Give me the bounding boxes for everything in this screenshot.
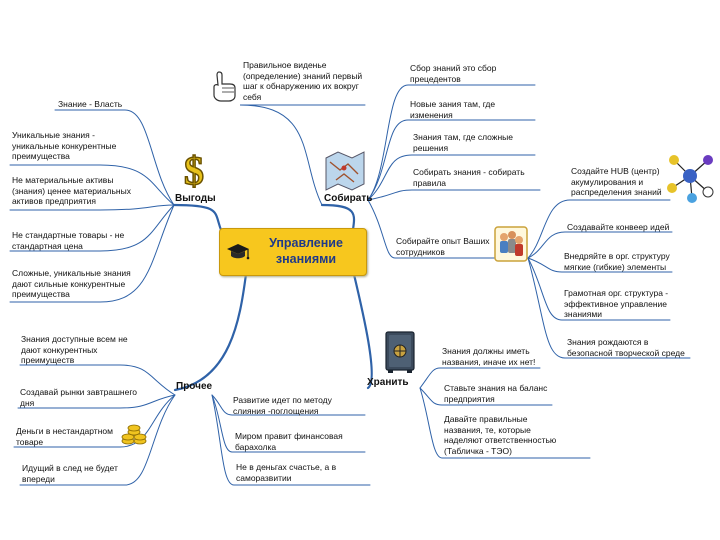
people-icon — [494, 226, 528, 267]
safe-icon — [384, 330, 416, 379]
vygody-item[interactable]: Уникальные знания - уникальные конкурент… — [12, 130, 117, 161]
opyt-item[interactable]: Создайте HUB (центр) акумулирования и ра… — [571, 166, 662, 197]
graduation-cap-icon — [226, 241, 250, 270]
prochee-item[interactable]: Миром правит финансовая барахолка — [235, 431, 343, 452]
dollar-icon: $ — [176, 147, 212, 195]
prochee-item[interactable]: Не в деньгах счастье, а в саморазвитии — [236, 462, 337, 483]
prochee-item[interactable]: Создавай рынки завтрашнего дня — [20, 387, 137, 408]
sobirat-item[interactable]: Собирать знания - собирать правила — [413, 167, 525, 188]
central-topic-title: Управление знаниями — [269, 236, 343, 266]
prochee-item[interactable]: Деньги в нестандартном товаре — [16, 426, 113, 447]
vygody-item[interactable]: Не стандартные товары - не стандартная ц… — [12, 230, 125, 251]
prochee-item[interactable]: Идущий в след не будет впереди — [22, 463, 118, 484]
branch-vygody[interactable]: Выгоды — [175, 193, 216, 204]
prochee-item[interactable]: Развитие идет по методу слияния -поглоще… — [233, 395, 332, 416]
hranit-item[interactable]: Давайте правильные названия, те, которые… — [444, 414, 557, 456]
vygody-item[interactable]: Знание - Власть — [58, 99, 123, 109]
prochee-item[interactable]: Знания доступные всем не дают конкурентн… — [21, 334, 128, 365]
hranit-item[interactable]: Ставьте знания на баланс предприятия — [444, 383, 548, 404]
opyt-item[interactable]: Создавайте конвеер идей — [567, 222, 670, 232]
hub-network-icon — [662, 152, 718, 209]
sobirat-item[interactable]: Собирайте опыт Ваших сотрудников — [396, 236, 490, 257]
opyt-item[interactable]: Грамотная орг. структура - эффективное у… — [564, 288, 669, 319]
map-icon — [322, 148, 368, 197]
top-note[interactable]: Правильное виденье (определение) знаний … — [243, 60, 363, 102]
hranit-item[interactable]: Знания должны иметь названия, иначе их н… — [442, 346, 536, 367]
vygody-item[interactable]: Сложные, уникальные знания дают сильные … — [12, 268, 131, 299]
branch-hranit[interactable]: Хранить — [367, 377, 409, 388]
branch-prochee[interactable]: Прочее — [176, 381, 213, 392]
central-topic[interactable]: Управление знаниями — [219, 228, 367, 276]
coins-icon — [120, 422, 148, 451]
svg-text:$: $ — [184, 150, 204, 190]
vygody-item[interactable]: Не материальные активы (знания) ценее ма… — [12, 175, 131, 206]
sobirat-item[interactable]: Знания там, где сложные решения — [413, 132, 513, 153]
sobirat-item[interactable]: Сбор знаний это сбор прецедентов — [410, 63, 497, 84]
hand-pointer-icon — [210, 70, 238, 107]
opyt-item[interactable]: Внедряйте в орг. структуру мягкие (гибки… — [564, 251, 670, 272]
branch-sobirat[interactable]: Собирать — [324, 193, 373, 204]
opyt-item[interactable]: Знания рождаются в безопасной творческой… — [567, 337, 685, 358]
sobirat-item[interactable]: Новые зания там, где изменения — [410, 99, 496, 120]
